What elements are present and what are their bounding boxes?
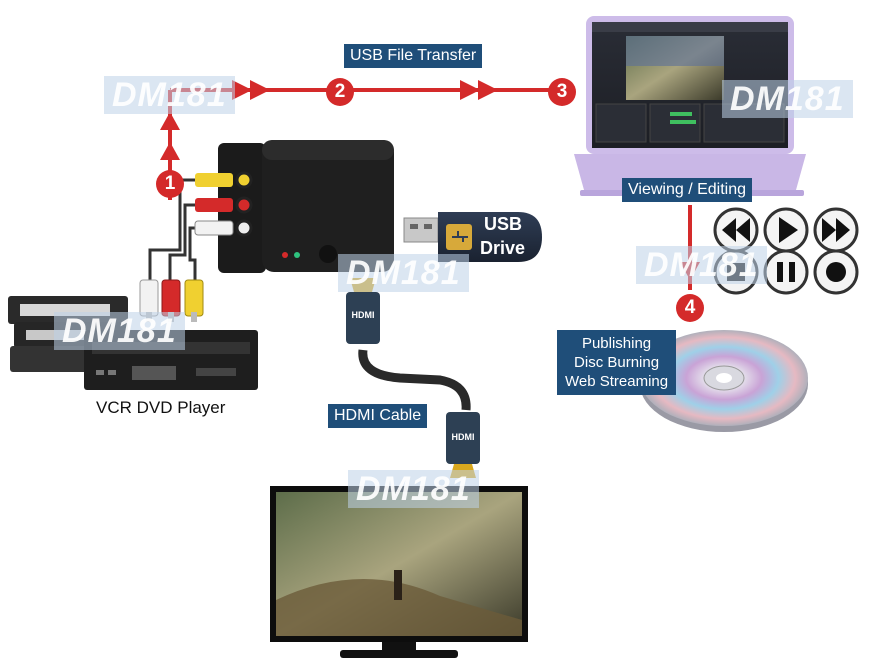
web-streaming-line: Web Streaming [565, 373, 669, 390]
viewing-editing-label: Viewing / Editing [622, 178, 752, 202]
watermark: DM181 [722, 80, 853, 118]
usb-drive [403, 212, 542, 262]
watermark: DM181 [54, 312, 185, 350]
disc-burning-line: Disc Burning [574, 354, 660, 371]
step-badge-1: 1 [156, 170, 184, 198]
hdmi-cable [346, 278, 480, 478]
optical-disc [640, 330, 808, 432]
step-badge-3: 3 [548, 78, 576, 106]
hdmi-cable-label: HDMI Cable [328, 404, 428, 428]
watermark: DM181 [348, 470, 479, 508]
video-capture-box [194, 140, 394, 273]
usb-file-transfer-label: USB File Transfer [344, 44, 483, 68]
watermark: DM181 [338, 254, 469, 292]
hdmi-plug-bottom-label: HDMI [451, 432, 475, 442]
vcr-dvd-player-caption: VCR DVD Player [96, 398, 226, 417]
step-badge-2: 2 [326, 78, 354, 106]
television [270, 486, 528, 658]
step-badge-4: 4 [676, 294, 704, 322]
rca-cables [139, 178, 204, 322]
play-icon [763, 207, 809, 253]
watermark: DM181 [636, 246, 767, 284]
rewind-icon [713, 207, 759, 253]
hdmi-plug-top-label: HDMI [351, 310, 375, 320]
usb-drive-label-usb: USB [484, 214, 523, 234]
usb-drive-label-drive: Drive [480, 238, 526, 258]
watermark: DM181 [104, 76, 235, 114]
pause-icon [763, 249, 809, 295]
publishing-label: Publishing Disc Burning Web Streaming [557, 330, 677, 395]
publishing-line: Publishing [581, 335, 652, 352]
fast-forward-icon [813, 207, 859, 253]
record-icon [813, 249, 859, 295]
